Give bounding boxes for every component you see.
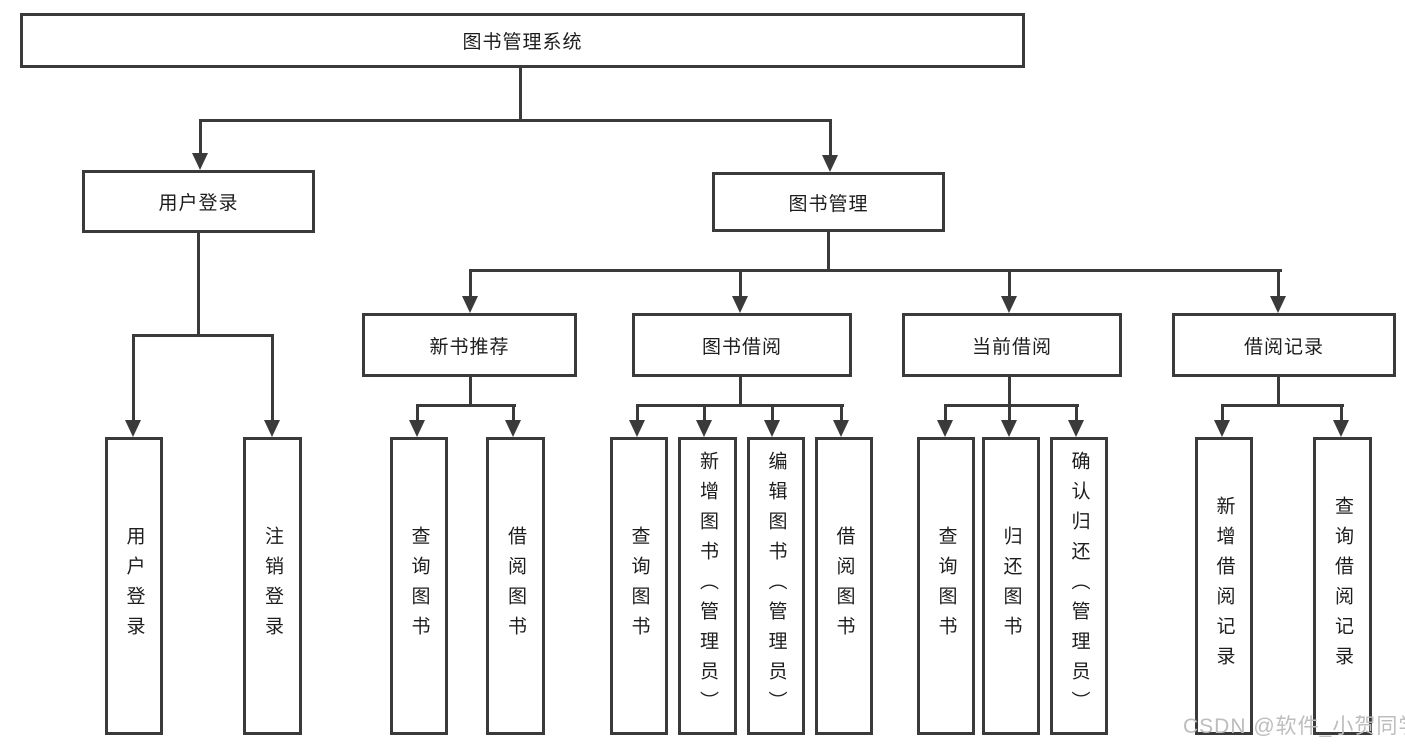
connector-line xyxy=(636,404,844,407)
connector-line xyxy=(827,232,830,272)
connector-line xyxy=(1277,377,1280,407)
leaf-confirm-return-admin-label: 确认归还（管理员） xyxy=(1068,451,1090,721)
arrow-down-icon xyxy=(1001,296,1017,313)
connector-line xyxy=(416,404,516,407)
connector-line xyxy=(199,119,832,122)
arrow-down-icon xyxy=(822,155,838,172)
connector-line xyxy=(1221,404,1344,407)
leaf-logout: 注销登录 xyxy=(243,437,302,735)
arrow-down-icon xyxy=(764,420,780,437)
arrow-down-icon xyxy=(264,420,280,437)
node-borrow-records: 借阅记录 xyxy=(1172,313,1396,377)
connector-line xyxy=(636,404,639,422)
connector-line xyxy=(739,269,742,298)
leaf-add-borrow-record-label: 新增借阅记录 xyxy=(1213,496,1235,676)
arrow-down-icon xyxy=(192,153,208,170)
connector-line xyxy=(271,334,274,422)
connector-line xyxy=(469,269,1282,272)
connector-line xyxy=(519,68,522,122)
leaf-add-book-admin: 新增图书（管理员） xyxy=(678,437,737,735)
node-current-borrow-label: 当前借阅 xyxy=(971,336,1052,358)
arrow-down-icon xyxy=(1068,420,1084,437)
connector-line xyxy=(771,404,774,422)
leaf-logout-label: 注销登录 xyxy=(262,526,283,646)
leaf-query-borrow-record: 查询借阅记录 xyxy=(1313,437,1372,735)
leaf-add-borrow-record: 新增借阅记录 xyxy=(1195,437,1253,735)
node-root-label: 图书管理系统 xyxy=(462,32,583,53)
leaf-confirm-return-admin: 确认归还（管理员） xyxy=(1050,437,1108,735)
arrow-down-icon xyxy=(462,296,478,313)
connector-line xyxy=(416,404,419,422)
arrow-down-icon xyxy=(1214,420,1230,437)
node-root: 图书管理系统 xyxy=(20,13,1025,68)
node-borrow-records-label: 借阅记录 xyxy=(1243,336,1324,358)
leaf-borrow-book: 借阅图书 xyxy=(815,437,873,735)
leaf-add-book-admin-label: 新增图书（管理员） xyxy=(697,451,718,721)
node-new-book-recommend-label: 新书推荐 xyxy=(429,336,510,358)
connector-line xyxy=(132,334,274,337)
arrow-down-icon xyxy=(1270,296,1286,313)
connector-line xyxy=(840,404,843,422)
leaf-edit-book-admin: 编辑图书（管理员） xyxy=(747,437,805,735)
connector-line xyxy=(132,334,135,422)
arrow-down-icon xyxy=(409,420,425,437)
connector-line xyxy=(1277,269,1280,298)
connector-line xyxy=(1008,269,1011,298)
connector-line xyxy=(1075,404,1078,422)
connector-line xyxy=(469,377,472,407)
leaf-borrow-book-label: 借阅图书 xyxy=(833,526,855,646)
leaf-edit-book-admin-label: 编辑图书（管理员） xyxy=(765,451,787,721)
connector-line xyxy=(739,377,742,407)
arrow-down-icon xyxy=(937,420,953,437)
connector-line xyxy=(703,404,706,422)
arrow-down-icon xyxy=(629,420,645,437)
arrow-down-icon xyxy=(505,420,521,437)
arrow-down-icon xyxy=(1001,420,1017,437)
node-new-book-recommend: 新书推荐 xyxy=(362,313,577,377)
leaf-borrow-book-label: 借阅图书 xyxy=(505,526,526,646)
connector-line xyxy=(1340,404,1343,422)
leaf-query-borrow-record-label: 查询借阅记录 xyxy=(1332,496,1353,676)
arrow-down-icon xyxy=(833,420,849,437)
leaf-borrow-book: 借阅图书 xyxy=(486,437,545,735)
connector-line xyxy=(944,404,947,422)
leaf-return-book-label: 归还图书 xyxy=(1000,526,1022,646)
connector-line xyxy=(829,119,832,157)
node-user-login-label: 用户登录 xyxy=(158,193,239,214)
leaf-user-login: 用户登录 xyxy=(105,437,163,735)
leaf-query-book: 查询图书 xyxy=(917,437,975,735)
node-book-borrow: 图书借阅 xyxy=(632,313,852,377)
connector-line xyxy=(199,119,202,155)
arrow-down-icon xyxy=(696,420,712,437)
node-book-management: 图书管理 xyxy=(712,172,945,232)
leaf-query-book-label: 查询图书 xyxy=(935,526,957,646)
connector-line xyxy=(1221,404,1224,422)
arrow-down-icon xyxy=(125,420,141,437)
node-book-management-label: 图书管理 xyxy=(788,193,869,215)
leaf-query-book: 查询图书 xyxy=(610,437,668,735)
arrow-down-icon xyxy=(1333,420,1349,437)
leaf-return-book: 归还图书 xyxy=(982,437,1040,735)
connector-line xyxy=(197,233,200,337)
csdn-watermark: CSDN @软件_小贺同学 xyxy=(1183,715,1405,738)
node-user-login: 用户登录 xyxy=(82,170,315,233)
connector-line xyxy=(469,269,472,298)
node-current-borrow: 当前借阅 xyxy=(902,313,1122,377)
leaf-query-book-label: 查询图书 xyxy=(628,526,650,646)
leaf-user-login-label: 用户登录 xyxy=(123,526,145,646)
arrow-down-icon xyxy=(732,296,748,313)
leaf-query-book: 查询图书 xyxy=(390,437,448,735)
connector-line xyxy=(512,404,515,422)
connector-line xyxy=(1008,404,1011,422)
connector-line xyxy=(1008,377,1011,407)
leaf-query-book-label: 查询图书 xyxy=(408,526,430,646)
node-book-borrow-label: 图书借阅 xyxy=(701,336,782,358)
connector-line xyxy=(944,404,1079,407)
